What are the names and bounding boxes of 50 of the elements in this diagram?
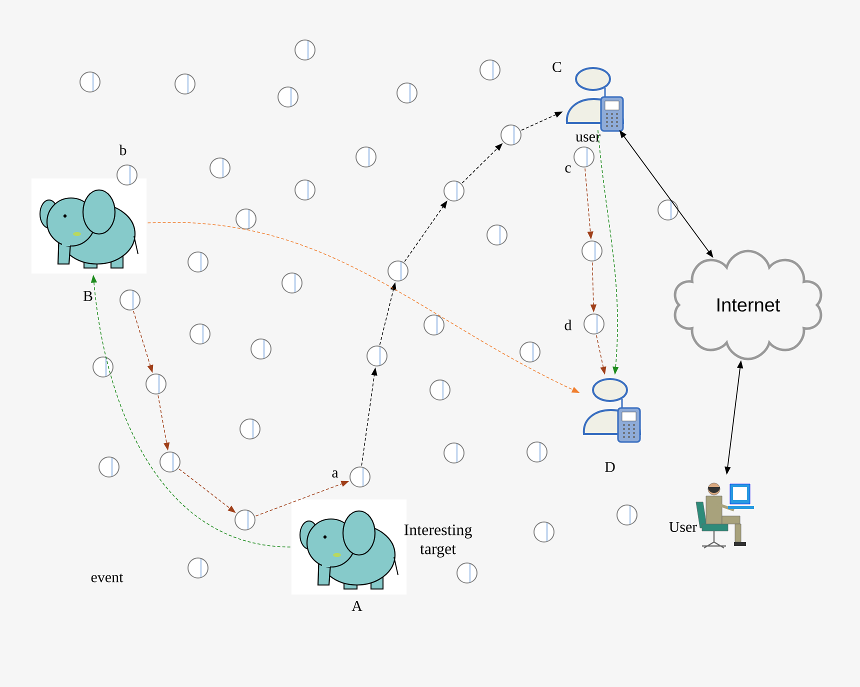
sensor-circle (486, 224, 508, 246)
sensor-circle (210, 158, 230, 178)
sensor-circle (356, 146, 376, 168)
sensor-circle (146, 374, 166, 394)
sensor-circle (190, 324, 210, 344)
sensor-circle (80, 72, 100, 92)
sensor-circle (582, 240, 602, 262)
sensor-circle (294, 40, 316, 60)
sensor-circle (240, 418, 260, 440)
circle-label: d (564, 320, 572, 330)
sensor-circle (282, 272, 302, 294)
sensor-circle (160, 452, 180, 472)
sensor-circle (396, 82, 418, 104)
sensor-circle (188, 252, 208, 272)
sensor-circle (388, 260, 408, 282)
sensor-circle (430, 380, 450, 400)
cloud: Internet (674, 250, 822, 360)
sensor-circle (424, 314, 444, 336)
sensor-circle (480, 60, 500, 80)
node-label: D (605, 462, 615, 472)
sensor-circle (444, 180, 464, 202)
sensor-circle (366, 346, 388, 366)
node-label: A (352, 601, 362, 611)
sensor-circle (534, 522, 554, 542)
node-label: User (669, 522, 698, 532)
sensor-circle (294, 180, 316, 200)
sensor-circle (174, 74, 196, 94)
sensor-circle (250, 338, 272, 360)
text-label: event (91, 574, 124, 582)
circle-label: b (119, 144, 126, 156)
sensor-circle (658, 200, 678, 220)
sensor-circle (278, 86, 298, 108)
sensor-circle (92, 356, 114, 378)
node-caption: Interesting target (404, 524, 472, 558)
sensor-circle (234, 510, 256, 530)
sensor-circle (500, 124, 522, 146)
sensor-circle (98, 456, 120, 478)
sensor-circle (456, 562, 478, 584)
node-label: user (576, 134, 600, 142)
sensor-circle (520, 342, 540, 362)
circle-label: c (565, 165, 571, 173)
sensor-circle (444, 442, 464, 464)
node-label: C (552, 62, 562, 72)
sensor-circle (188, 558, 208, 578)
sensor-circle (616, 504, 638, 526)
sensor-circle (526, 442, 548, 462)
sensor-circle (236, 208, 256, 230)
sensor-circle (120, 290, 140, 310)
node-label: B (83, 291, 92, 301)
circle-label: a (332, 470, 338, 478)
